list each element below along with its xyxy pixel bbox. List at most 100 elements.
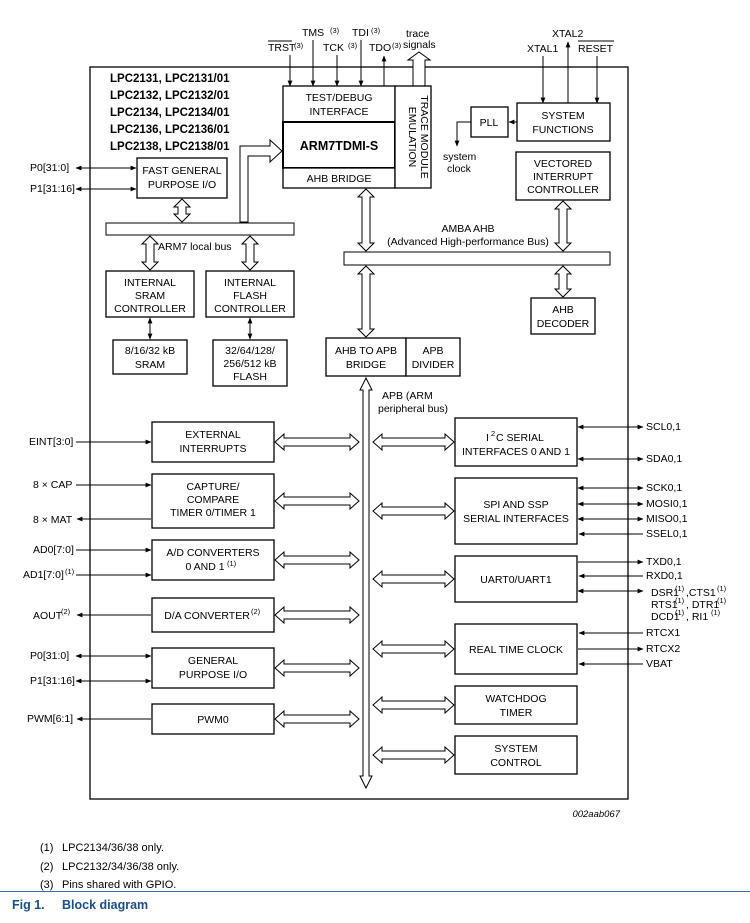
sram-controller-block — [105, 270, 195, 318]
svg-text:WATCHDOG: WATCHDOG — [485, 693, 546, 705]
svg-text:(1): (1) — [675, 596, 685, 605]
svg-text:DECODER: DECODER — [537, 318, 590, 330]
svg-text:RTS1: RTS1 — [651, 599, 678, 611]
svg-text:system: system — [443, 151, 477, 163]
svg-text:SCL0,1: SCL0,1 — [646, 421, 681, 433]
dac-block — [151, 597, 275, 633]
svg-text:CONTROLLER: CONTROLLER — [214, 303, 286, 315]
system-functions-block — [516, 102, 611, 142]
footnote-1: (1)LPC2134/36/38 only. — [40, 842, 164, 854]
apb-bus — [359, 376, 373, 790]
svg-text:8/16/32 kB: 8/16/32 kB — [125, 345, 175, 357]
svg-text:LPC2138, LPC2138/01: LPC2138, LPC2138/01 — [110, 141, 230, 153]
apb-gpio-arrow — [274, 658, 360, 678]
svg-text:TMS: TMS — [302, 27, 324, 39]
apb-wdt-arrow — [372, 695, 455, 715]
bus-connections — [140, 138, 573, 765]
localbus-sram-arrow — [140, 235, 160, 271]
svg-text:(1): (1) — [227, 559, 237, 568]
svg-text:TRST: TRST — [268, 42, 296, 54]
svg-text:(3): (3) — [330, 26, 340, 35]
svg-text:SCK0,1: SCK0,1 — [646, 482, 682, 494]
svg-text:INTERNAL: INTERNAL — [224, 277, 276, 289]
svg-text:SRAM: SRAM — [135, 290, 165, 302]
svg-text:P0[31:0]: P0[31:0] — [30, 162, 69, 174]
spi-ssp-block — [454, 477, 578, 545]
svg-text:INTERRUPT: INTERRUPT — [533, 171, 594, 183]
svg-text:PWM0: PWM0 — [197, 714, 229, 726]
svg-text:MISO0,1: MISO0,1 — [646, 513, 688, 525]
svg-text:0 AND 1: 0 AND 1 — [185, 561, 224, 573]
svg-text:(2): (2) — [251, 607, 261, 616]
svg-text:(2): (2) — [61, 607, 71, 616]
flash-block — [212, 339, 288, 387]
svg-text:LPC2134, LPC2134/01: LPC2134, LPC2134/01 — [110, 107, 230, 119]
svg-text:DSR1: DSR1 — [651, 587, 679, 599]
svg-text:FLASH: FLASH — [233, 371, 267, 383]
svg-text:INTERRUPTS: INTERRUPTS — [179, 443, 246, 455]
svg-text:REAL TIME CLOCK: REAL TIME CLOCK — [469, 644, 563, 656]
arm7-local-bus — [105, 222, 295, 236]
svg-text:PLL: PLL — [480, 117, 499, 129]
svg-text:VBAT: VBAT — [646, 658, 673, 670]
svg-text:APB (ARM: APB (ARM — [382, 390, 433, 402]
apb-dac-arrow — [274, 605, 360, 625]
svg-text:D/A CONVERTER: D/A CONVERTER — [164, 610, 250, 622]
svg-text:(1): (1) — [675, 584, 685, 593]
amba-ahb-bus — [343, 251, 611, 266]
apb-extint-arrow — [274, 432, 360, 452]
external-interrupts-block — [151, 421, 275, 463]
apb-adc-arrow — [274, 550, 360, 570]
svg-text:P0[31:0]: P0[31:0] — [30, 650, 69, 662]
svg-text:P1[31:16]: P1[31:16] — [30, 675, 75, 687]
fast-gpio-block — [136, 157, 228, 199]
svg-text:PWM[6:1]: PWM[6:1] — [27, 713, 73, 725]
footnote-2: (2)LPC2132/34/36/38 only. — [40, 861, 180, 873]
svg-text:CONTROLLER: CONTROLLER — [114, 303, 186, 315]
adc-block — [151, 539, 275, 581]
svg-text:RTCX2: RTCX2 — [646, 643, 680, 655]
ahb-decoder-block — [530, 297, 596, 335]
svg-text:SYSTEM: SYSTEM — [541, 110, 584, 122]
svg-text:AD1[7:0]: AD1[7:0] — [23, 569, 64, 581]
svg-text:, RI1: , RI1 — [686, 611, 708, 623]
apb-pwm-arrow — [274, 709, 360, 729]
fgpio-localbus-arrow — [172, 198, 192, 223]
apb-spi-arrow — [372, 501, 455, 521]
svg-text:LPC2132, LPC2132/01: LPC2132, LPC2132/01 — [110, 90, 230, 102]
svg-text:XTAL1: XTAL1 — [527, 43, 558, 55]
svg-text:8 × MAT: 8 × MAT — [33, 514, 73, 526]
svg-text:SSEL0,1: SSEL0,1 — [646, 528, 688, 540]
svg-text:(3): (3) — [371, 26, 381, 35]
ahb-decoder-arrow — [553, 265, 573, 298]
footnote-3: (3)Pins shared with GPIO. — [40, 879, 177, 891]
svg-text:AHB: AHB — [552, 304, 574, 316]
svg-text:(1): (1) — [65, 567, 75, 576]
system-control-block — [454, 735, 578, 775]
svg-text:SERIAL INTERFACES: SERIAL INTERFACES — [463, 513, 569, 525]
svg-text:(3): (3) — [294, 41, 304, 50]
uart-block — [454, 555, 578, 603]
flash-controller-block — [205, 270, 295, 318]
svg-text:SRAM: SRAM — [135, 359, 165, 371]
svg-text:AD0[7:0]: AD0[7:0] — [33, 544, 74, 556]
jtag-pins: TRST (3) TMS (3) TCK (3) TDI (3) TDO (3)… — [268, 26, 436, 87]
pll-block — [470, 106, 509, 138]
svg-text:256/512 kB: 256/512 kB — [223, 358, 276, 370]
svg-text:INTERFACES 0 AND 1: INTERFACES 0 AND 1 — [462, 446, 570, 458]
svg-text:UART0/UART1: UART0/UART1 — [480, 574, 552, 586]
apb-sysctl-arrow — [372, 745, 455, 765]
svg-text:CONTROLLER: CONTROLLER — [527, 184, 599, 196]
svg-text:DCD1: DCD1 — [651, 611, 680, 623]
svg-text:TIMER 0/TIMER 1: TIMER 0/TIMER 1 — [170, 507, 256, 519]
svg-text:CAPTURE/: CAPTURE/ — [186, 481, 239, 493]
svg-text:AHB TO APB: AHB TO APB — [335, 345, 397, 357]
svg-text:EXTERNAL: EXTERNAL — [185, 429, 241, 441]
svg-text:signals: signals — [403, 39, 436, 51]
svg-text:RTCX1: RTCX1 — [646, 627, 680, 639]
ahb-apb-bridge-block — [325, 337, 407, 377]
part-number-list: LPC2131, LPC2131/01 LPC2132, LPC2132/01 … — [110, 73, 230, 153]
core-block: TEST/DEBUG INTERFACE ARM7TDMI-S AHB BRID… — [282, 85, 432, 189]
svg-text:(3): (3) — [392, 41, 402, 50]
